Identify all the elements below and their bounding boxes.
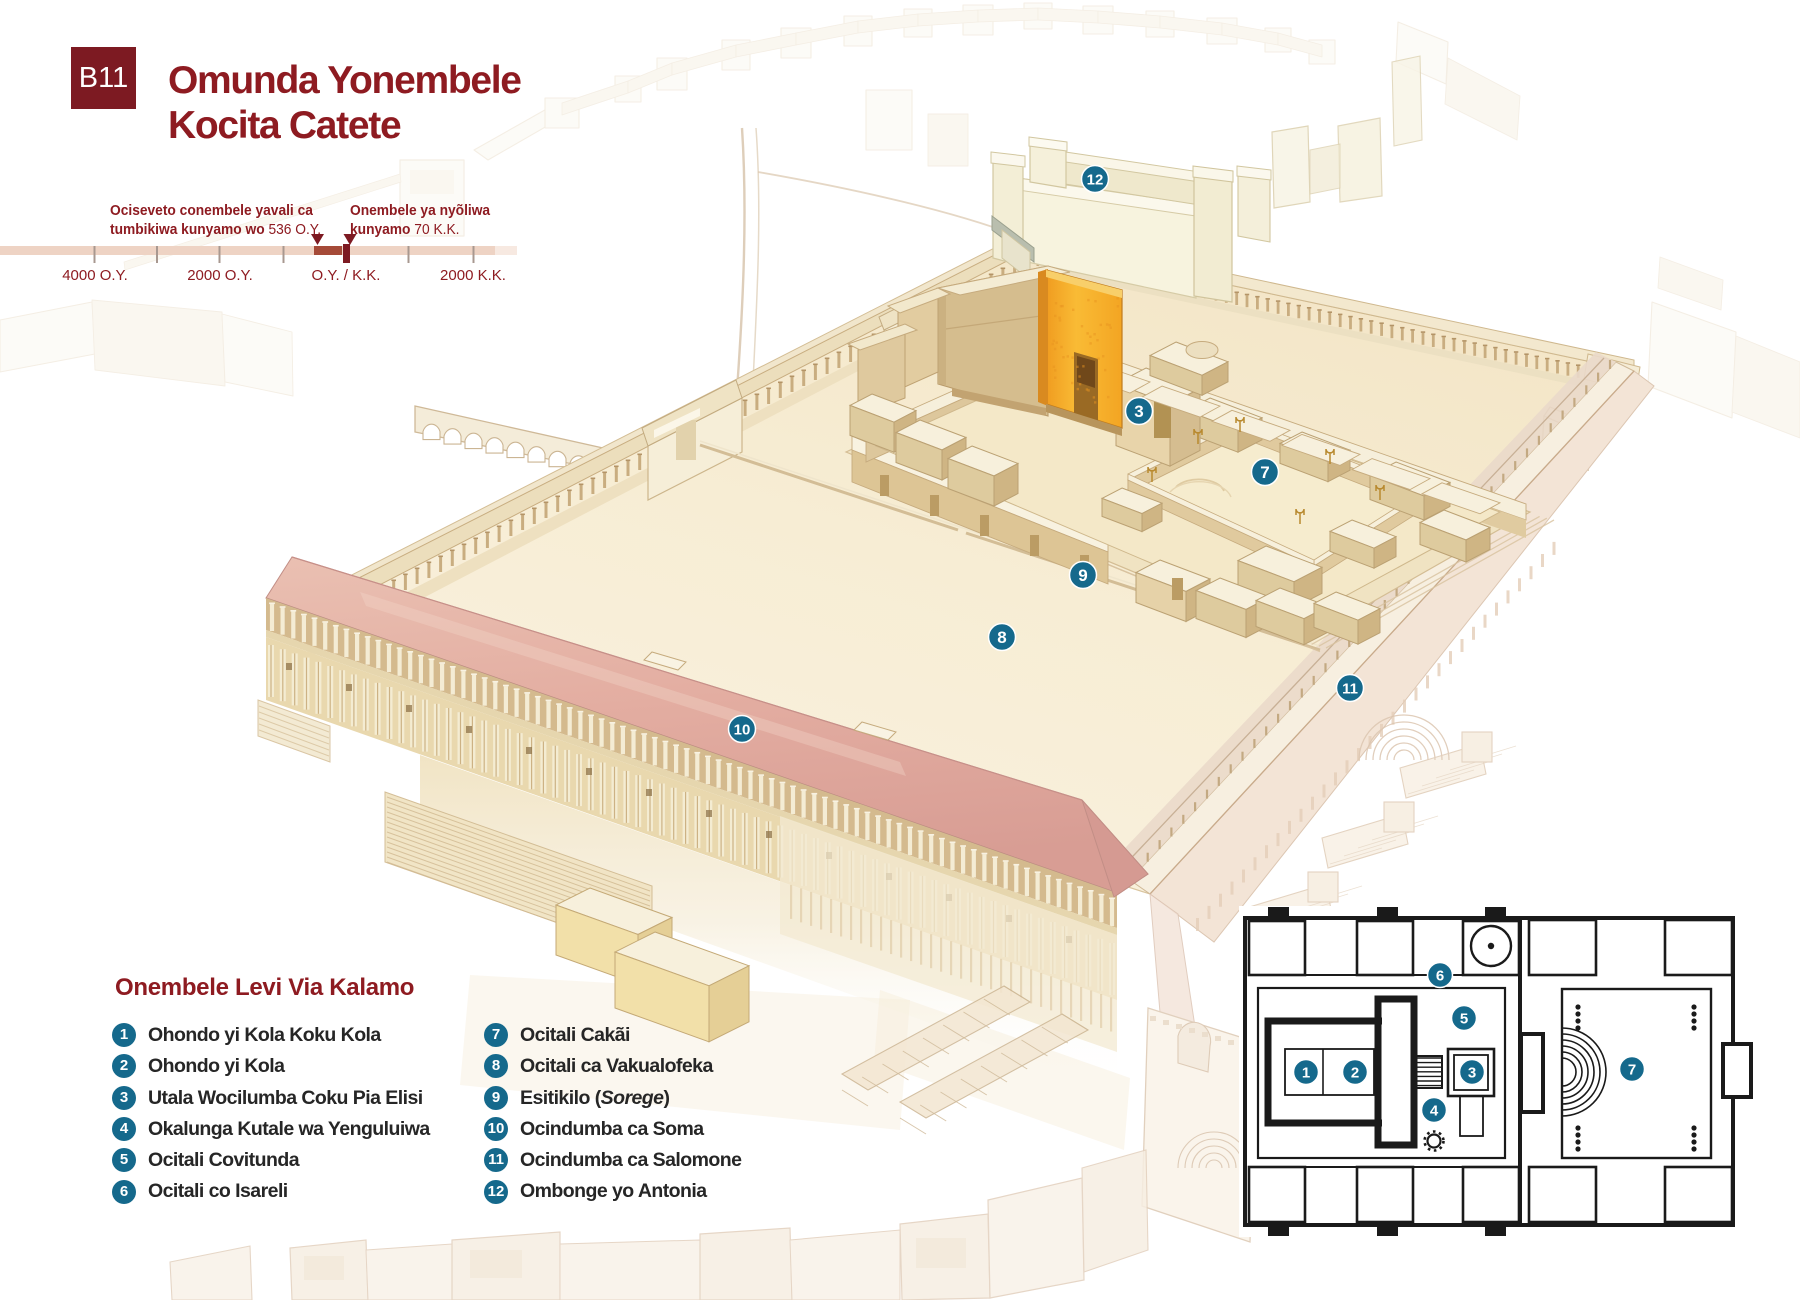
svg-text:12: 12 xyxy=(1087,171,1104,188)
svg-text:8: 8 xyxy=(997,628,1006,647)
svg-text:3: 3 xyxy=(1468,1064,1476,1081)
svg-text:5: 5 xyxy=(1460,1010,1468,1027)
svg-text:10: 10 xyxy=(734,721,751,738)
svg-text:4: 4 xyxy=(1430,1102,1439,1119)
svg-text:11: 11 xyxy=(1342,680,1358,697)
svg-text:3: 3 xyxy=(1134,402,1143,421)
svg-text:6: 6 xyxy=(1436,967,1444,984)
svg-text:9: 9 xyxy=(1078,566,1087,585)
svg-text:7: 7 xyxy=(1628,1061,1636,1078)
svg-text:7: 7 xyxy=(1260,463,1269,482)
svg-text:1: 1 xyxy=(1302,1064,1310,1081)
svg-text:2: 2 xyxy=(1351,1064,1359,1081)
